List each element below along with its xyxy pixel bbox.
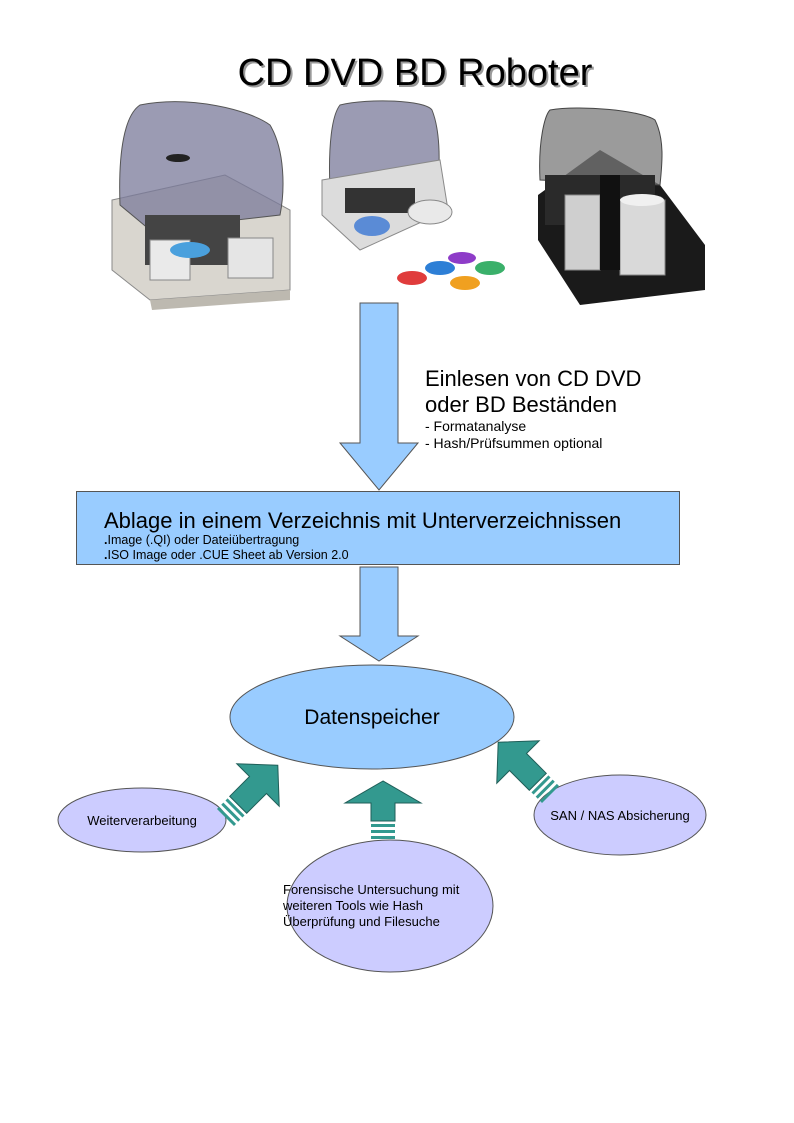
ablage-heading: Ablage in einem Verzeichnis mit Unterver… [104,508,622,533]
ablage-item-1: .Image (.QI) oder Dateiübertragung [104,533,300,547]
down-arrow-1 [338,302,420,491]
page-title: CD DVD BD Roboter [237,52,593,94]
forensic-line2: weiteren Tools wie Hash [283,898,423,913]
ablage-item-2-text: ISO Image oder .CUE Sheet ab Version 2.0 [107,548,349,562]
down-arrow-2 [338,566,420,662]
ablage-box: Ablage in einem Verzeichnis mit Unterver… [76,491,680,565]
ablage-item-2: .ISO Image oder .CUE Sheet ab Version 2.… [104,548,349,562]
forensic-line1: Forensische Untersuchung mit [283,882,460,897]
teal-arrow-left [216,763,280,827]
weiterverarbeitung-ellipse [57,787,227,853]
weiterverarbeitung-label: Weiterverarbeitung [87,813,197,828]
forensic-label: Forensische Untersuchung mit weiteren To… [283,882,498,930]
forensic-line3: Überprüfung und Filesuche [283,914,440,929]
forensic-ellipse [286,839,494,973]
einlesen-bullet-2: - Hash/Prüfsummen optional [425,435,603,451]
ablage-item-1-text: Image (.QI) oder Dateiübertragung [107,533,300,547]
einlesen-line1: Einlesen von CD DVD [425,366,642,391]
teal-arrow-center [343,780,423,839]
teal-arrow-right [496,740,560,804]
robot-images [111,100,705,310]
robot-image-2 [321,100,505,290]
san-nas-label: SAN / NAS Absicherung [550,808,690,823]
einlesen-bullet-1: - Formatanalyse [425,418,527,434]
robot-image-3 [538,107,705,305]
datenspeicher-label: Datenspeicher [304,706,440,729]
einlesen-line2: oder BD Beständen [425,392,618,417]
einlesen-text: Einlesen von CD DVD oder BD Beständen - … [425,366,641,452]
robot-image-1 [111,101,291,310]
san-nas-ellipse [533,774,707,856]
datenspeicher-ellipse [229,664,515,770]
